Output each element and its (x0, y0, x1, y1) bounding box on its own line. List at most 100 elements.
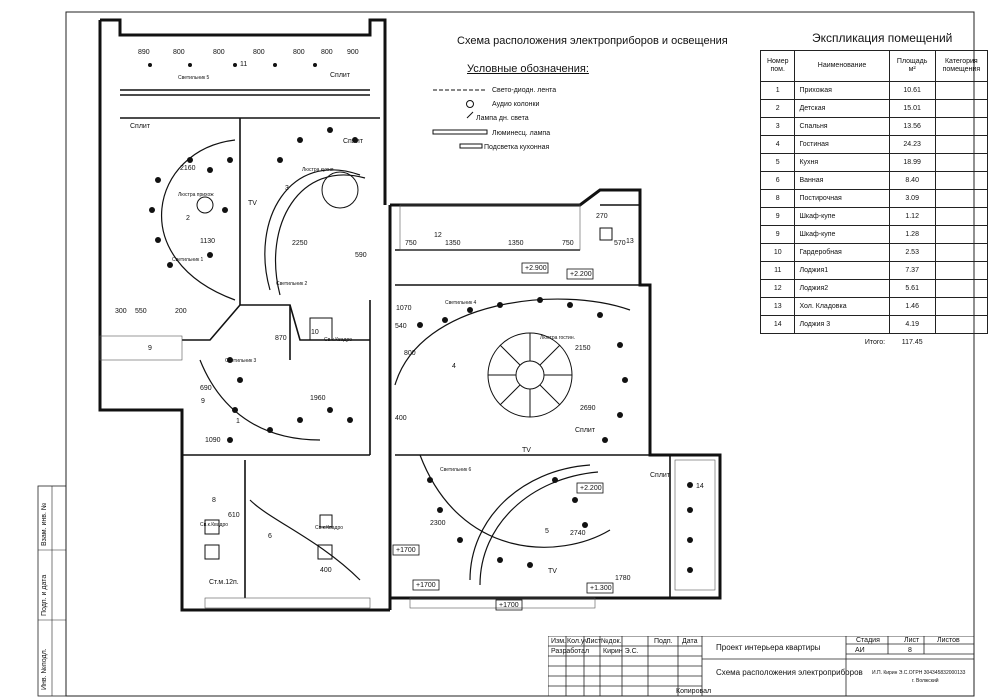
table-cell-name: Лоджия 3 (794, 315, 890, 334)
total-label: Итого: (864, 339, 886, 346)
legend-led-strip: Свето-диодн. лента (492, 87, 557, 94)
level-mark: +2.200 (570, 271, 592, 278)
room-number: 1 (236, 418, 240, 425)
table-cell-area: 2.53 (888, 243, 936, 262)
split-label: Сплит (330, 72, 351, 79)
developer-label: Разработал (551, 648, 590, 655)
dim: 2740 (570, 530, 586, 537)
dim: 2250 (292, 240, 308, 247)
split-label: Сплит (575, 427, 596, 434)
dim: 800 (173, 49, 185, 56)
header-category: Категория помещения (934, 50, 988, 82)
room-number: 11 (240, 61, 248, 68)
table-cell-area: 15.01 (888, 99, 936, 118)
stamp-header: Изм. (551, 638, 566, 645)
annotation: Светильник 5 (178, 75, 210, 81)
annotation: Светильник 2 (276, 281, 308, 287)
dim: 1780 (615, 575, 631, 582)
dim: 2300 (430, 520, 446, 527)
legend-title: Условные обозначения: (467, 63, 589, 75)
sheets-label: Листов (937, 637, 960, 644)
table-cell-area: 4.19 (888, 315, 936, 334)
annotation: Люстра прихож (178, 192, 214, 198)
dim: 200 (175, 308, 187, 315)
table-cell-name: Гостиная (794, 135, 890, 154)
dim: 1130 (200, 238, 216, 245)
header-num: Номер пом. (759, 50, 796, 82)
table-cell-cat (934, 225, 988, 244)
dim: 1960 (310, 395, 326, 402)
developer-name: Кирин Э.С. (603, 648, 639, 655)
dim: 1070 (396, 305, 412, 312)
room-number: 5 (545, 528, 549, 535)
room-number: 12 (434, 232, 442, 239)
table-cell-cat (934, 99, 988, 118)
room-number: 2 (186, 215, 190, 222)
table-cell-num: 14 (759, 315, 796, 334)
annotation: Св.к.Квадро (324, 337, 353, 343)
table-cell-name: Гардеробная (794, 243, 890, 262)
annotation: Люстра кухня (302, 167, 334, 173)
stage-value: АИ (855, 647, 865, 654)
dim: 400 (395, 415, 407, 422)
stamp-header: Кол.уч. (567, 638, 590, 645)
table-cell-area: 10.61 (888, 81, 936, 100)
annotation: Светильник 4 (445, 300, 477, 306)
copied-label: Копировал (676, 688, 712, 695)
annotation: Св.к.Квадро (315, 525, 344, 531)
split-label: Сплит (343, 138, 364, 145)
table-cell-name: Шкаф-купе (794, 207, 890, 226)
level-mark: +1700 (416, 582, 436, 589)
tv-label: TV (522, 447, 531, 454)
side-label: Взам. инв. № (41, 502, 48, 546)
annotation: Светильник 3 (225, 358, 257, 364)
room-number: 13 (626, 238, 634, 245)
dim: 800 (293, 49, 305, 56)
table-cell-name: Спальня (794, 117, 890, 136)
table-cell-num: 5 (759, 153, 796, 172)
table-cell-cat (934, 297, 988, 316)
dim: 400 (320, 567, 332, 574)
level-mark: +2.200 (580, 485, 602, 492)
table-cell-cat (934, 135, 988, 154)
dim: 800 (404, 350, 416, 357)
dim: 1350 (508, 240, 524, 247)
annotation: Ст.м.12п. (209, 579, 239, 586)
room-number: 9 (201, 398, 205, 405)
table-cell-cat (934, 153, 988, 172)
dim: 870 (275, 335, 287, 342)
table-cell-num: 12 (759, 279, 796, 298)
org-name: И.П. Кирин Э.С.ОГРН 304345832000133 (872, 670, 966, 676)
annotation: Светильник 6 (440, 467, 472, 473)
table-cell-name: Постирочная (794, 189, 890, 208)
table-cell-cat (934, 315, 988, 334)
dim: 890 (138, 49, 150, 56)
side-label: Подп. и дата (41, 574, 48, 616)
annotation: Св.к.Квадро (200, 522, 229, 528)
table-cell-area: 7.37 (888, 261, 936, 280)
total-value: 117.45 (901, 339, 923, 346)
table-cell (935, 334, 987, 352)
level-mark: +2.900 (525, 265, 547, 272)
table-cell-num: 3 (759, 117, 796, 136)
table-cell-num: 10 (759, 243, 796, 262)
table-cell-num: 1 (759, 81, 796, 100)
table-cell-area: 18.99 (888, 153, 936, 172)
sheet-title: Схема расположения электроприборов (716, 668, 863, 677)
room-number: 6 (268, 533, 272, 540)
org-city: г. Волжский (912, 678, 939, 684)
table-cell-cat (934, 261, 988, 280)
room-number: 9 (148, 345, 152, 352)
table-cell-cat (934, 207, 988, 226)
table-cell-area: 1.46 (888, 297, 936, 316)
table-cell-num: 4 (759, 135, 796, 154)
